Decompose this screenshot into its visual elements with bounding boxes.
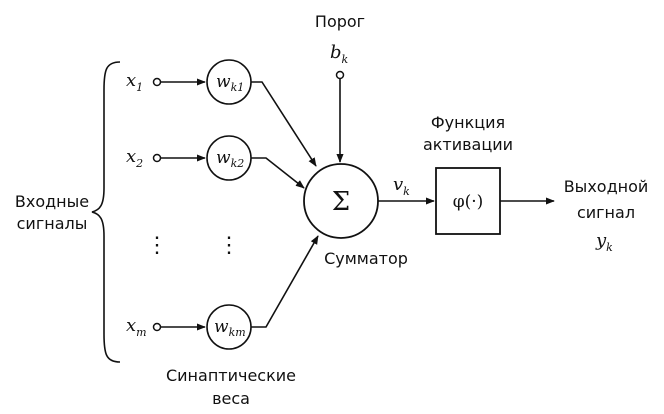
- weight-km-label: wkm: [214, 317, 246, 339]
- input-node-1: [152, 77, 162, 87]
- input-node-2: [152, 153, 162, 163]
- input-brace: [91, 61, 121, 363]
- input-signals-label-line2: сигналы: [17, 214, 88, 233]
- weight-k1-to-summator: [251, 81, 317, 167]
- input-x2: x2: [126, 146, 143, 170]
- input-node-m: [152, 322, 162, 332]
- input-x1: x1: [126, 70, 143, 94]
- threshold-bk: bk: [330, 42, 349, 66]
- weight-ellipsis: ⋮: [218, 233, 240, 258]
- output-label-line1: Выходной: [564, 177, 649, 196]
- activation-symbol: φ(·): [453, 192, 484, 212]
- threshold-label: Порог: [315, 12, 365, 31]
- threshold-node: [335, 70, 345, 80]
- synaptic-weights-label-line1: Синаптические: [166, 366, 296, 385]
- summator-label: Сумматор: [324, 249, 408, 268]
- input-signals-label-line1: Входные: [15, 192, 89, 211]
- weight-k2-to-summator: [251, 157, 305, 189]
- synaptic-weights-label-line2: веса: [212, 389, 250, 408]
- output-yk: yk: [595, 230, 613, 254]
- weight-k1-label: wk1: [216, 72, 244, 94]
- weight-k2-label: wk2: [216, 148, 244, 170]
- activation-label-line2: активации: [423, 135, 513, 154]
- input-xm: xm: [126, 315, 147, 339]
- summator-symbol: Σ: [332, 187, 350, 217]
- activation-label-line1: Функция: [431, 113, 505, 132]
- output-label-line2: сигнал: [577, 203, 635, 222]
- induced-field-vk: vk: [393, 174, 410, 198]
- weight-km-to-summator: [251, 235, 319, 328]
- input-ellipsis: ⋮: [146, 233, 168, 258]
